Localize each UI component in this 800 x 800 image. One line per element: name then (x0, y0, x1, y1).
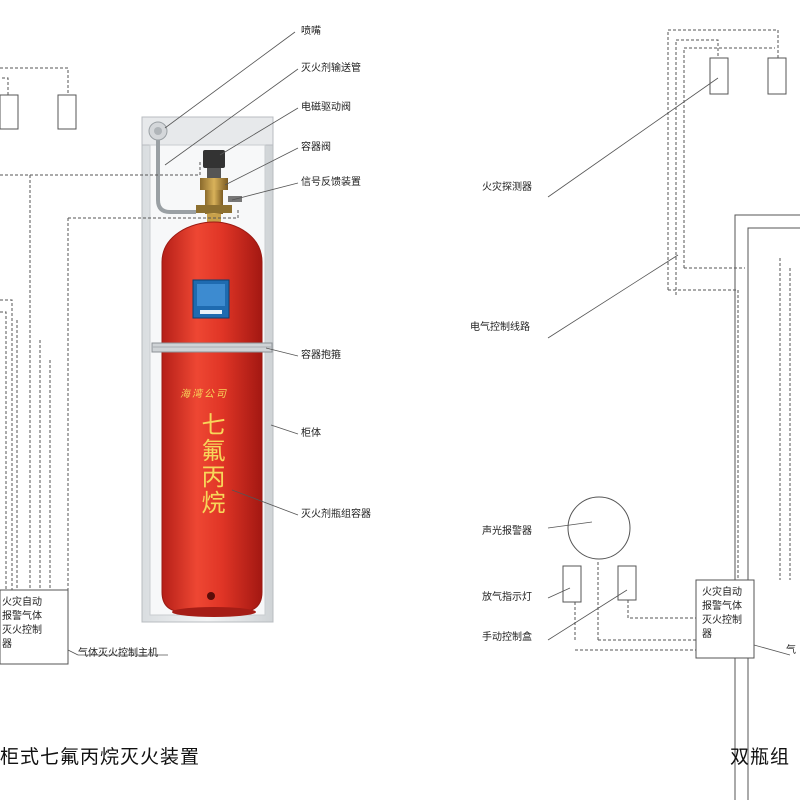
label-discharge-pipe: 灭火剂输送管 (301, 63, 361, 74)
right-control-panel (695, 579, 755, 659)
label-cabinet: 柜体 (301, 428, 321, 439)
label-clamp: 容器抱箍 (301, 350, 341, 361)
left-control-panel (0, 589, 69, 665)
label-alarm: 声光报警器 (482, 526, 532, 537)
container-clamp (151, 342, 273, 353)
cylinder-name: 七氟丙烷 (197, 412, 225, 516)
manual-control-box (617, 565, 637, 601)
right-detector-1 (709, 57, 729, 95)
nozzle (148, 121, 168, 141)
left-leaders (67, 31, 299, 656)
label-solenoid-valve: 电磁驱动阀 (301, 102, 351, 113)
discharge-indicator-light (562, 565, 582, 603)
left-panel-line: 器 (2, 639, 12, 650)
label-electrical-line: 电气控制线路 (470, 322, 530, 333)
label-container-valve: 容器阀 (301, 142, 331, 153)
label-agent-container: 灭火剂瓶组容器 (301, 509, 371, 520)
left-wiring (0, 67, 239, 600)
right-detector-2 (767, 57, 787, 95)
right-panel-line: 灭火控制 (702, 615, 742, 626)
agent-cylinder (161, 221, 263, 617)
label-controller-main: 气体灭火控制主机 (78, 648, 158, 659)
alarm-bell (567, 496, 631, 560)
label-nozzle: 喷嘴 (301, 26, 321, 37)
left-detector-1 (0, 94, 19, 130)
left-detector-2 (57, 94, 77, 130)
label-discharge-light: 放气指示灯 (482, 592, 532, 603)
left-control-panel-text: 火灾自动 报警气体 灭火控制 器 (2, 596, 42, 652)
label-right-edge: 气 (786, 645, 796, 656)
right-leaders (547, 77, 791, 656)
title-right: 双瓶组 (730, 746, 791, 768)
label-signal-feedback: 信号反馈装置 (301, 177, 361, 188)
left-panel-line: 报警气体 (2, 611, 42, 622)
title-left: 柜式七氟丙烷灭火装置 (0, 746, 201, 768)
cylinder-brand: 海湾公司 (180, 389, 228, 400)
right-cabinet-outline (734, 214, 800, 800)
left-panel-line: 灭火控制 (2, 625, 42, 636)
right-panel-line: 火灾自动 (702, 587, 742, 598)
label-manual-box: 手动控制盒 (482, 632, 532, 643)
right-control-panel-text: 火灾自动 报警气体 灭火控制 器 (702, 586, 742, 642)
right-panel-line: 器 (702, 629, 712, 640)
left-panel-line: 火灾自动 (2, 597, 42, 608)
nameplate (192, 279, 230, 319)
label-fire-detector: 火灾探测器 (482, 182, 532, 193)
discharge-pipe (156, 140, 196, 214)
right-wiring (574, 29, 791, 651)
right-panel-line: 报警气体 (702, 601, 742, 612)
